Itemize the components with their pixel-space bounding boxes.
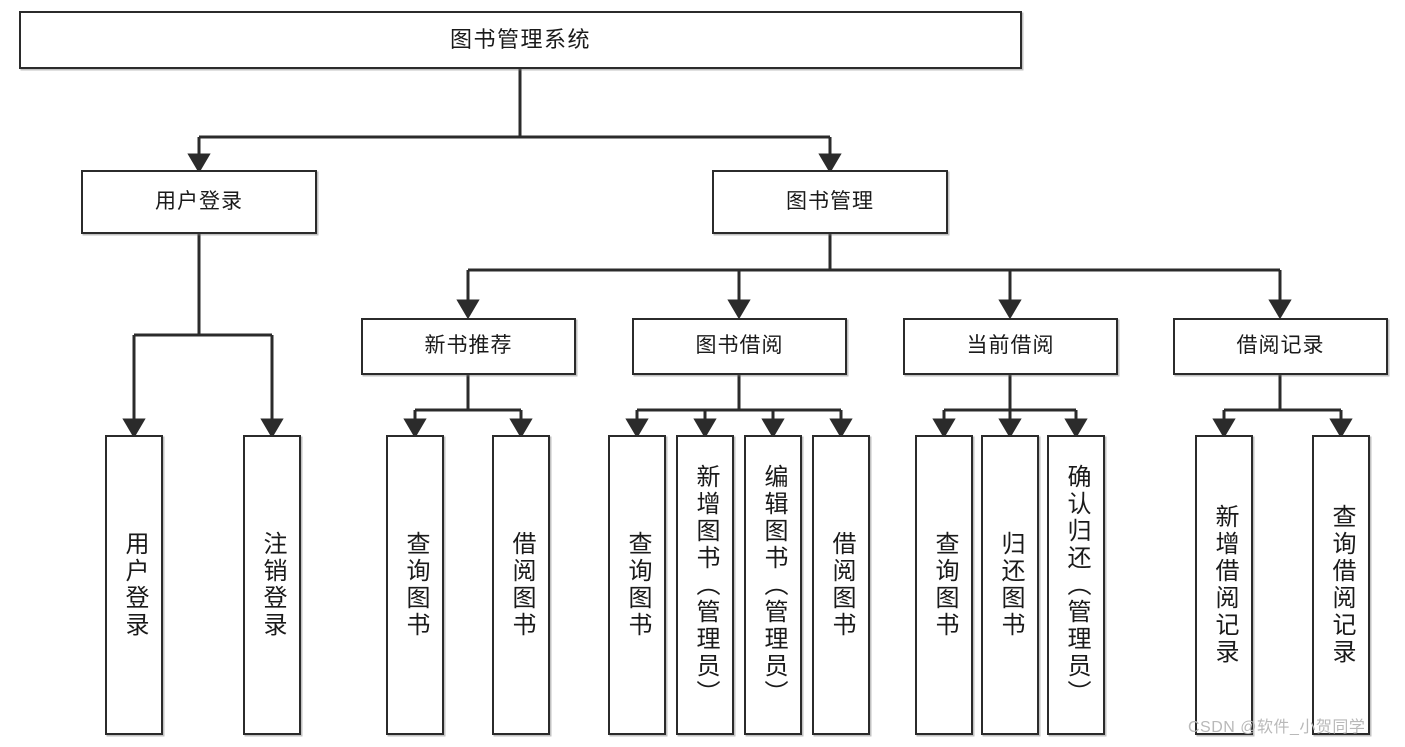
leaf-book-borrow-query-book[interactable]: 查询图书 [608, 435, 666, 735]
leaf-current-borrow-confirm-return-admin[interactable]: 确认归还（管理员） [1047, 435, 1105, 735]
node-label: 注销登录 [259, 531, 286, 639]
node-borrow-record[interactable]: 借阅记录 [1173, 318, 1388, 375]
leaf-user-login-login[interactable]: 用户登录 [105, 435, 163, 735]
leaf-book-borrow-add-book-admin[interactable]: 新增图书（管理员） [676, 435, 734, 735]
node-label: 新书推荐 [424, 334, 513, 358]
node-label: 查询图书 [931, 531, 958, 639]
node-label: 借阅图书 [828, 531, 855, 639]
node-label: 查询图书 [402, 531, 429, 639]
node-label: 当前借阅 [966, 334, 1055, 358]
node-label: 用户登录 [121, 531, 148, 639]
node-label: 编辑图书（管理员） [760, 463, 787, 707]
node-book-borrow[interactable]: 图书借阅 [632, 318, 847, 375]
node-label: 借阅记录 [1236, 334, 1325, 358]
leaf-new-book-borrow-book[interactable]: 借阅图书 [492, 435, 550, 735]
node-user-login[interactable]: 用户登录 [81, 170, 317, 234]
node-label: 用户登录 [155, 189, 243, 213]
node-label: 查询借阅记录 [1328, 504, 1355, 666]
node-label: 图书管理系统 [449, 27, 591, 53]
leaf-user-login-logout[interactable]: 注销登录 [243, 435, 301, 735]
node-root-book-management-system[interactable]: 图书管理系统 [19, 11, 1022, 69]
node-label: 查询图书 [624, 531, 651, 639]
node-label: 借阅图书 [508, 531, 535, 639]
node-label: 新增借阅记录 [1211, 504, 1238, 666]
node-book-management[interactable]: 图书管理 [712, 170, 948, 234]
leaf-new-book-query-book[interactable]: 查询图书 [386, 435, 444, 735]
leaf-book-borrow-borrow-book[interactable]: 借阅图书 [812, 435, 870, 735]
leaf-current-borrow-query-book[interactable]: 查询图书 [915, 435, 973, 735]
node-label: 图书借阅 [695, 334, 784, 358]
node-label: 确认归还（管理员） [1063, 463, 1090, 707]
leaf-borrow-record-query-record[interactable]: 查询借阅记录 [1312, 435, 1370, 735]
node-label: 新增图书（管理员） [692, 463, 719, 707]
node-current-borrow[interactable]: 当前借阅 [903, 318, 1118, 375]
watermark: CSDN @软件_小贺同学 [1188, 719, 1366, 736]
leaf-borrow-record-add-record[interactable]: 新增借阅记录 [1195, 435, 1253, 735]
node-label: 归还图书 [997, 531, 1024, 639]
node-new-book-recommend[interactable]: 新书推荐 [361, 318, 576, 375]
leaf-book-borrow-edit-book-admin[interactable]: 编辑图书（管理员） [744, 435, 802, 735]
leaf-current-borrow-return-book[interactable]: 归还图书 [981, 435, 1039, 735]
node-label: 图书管理 [786, 189, 874, 213]
